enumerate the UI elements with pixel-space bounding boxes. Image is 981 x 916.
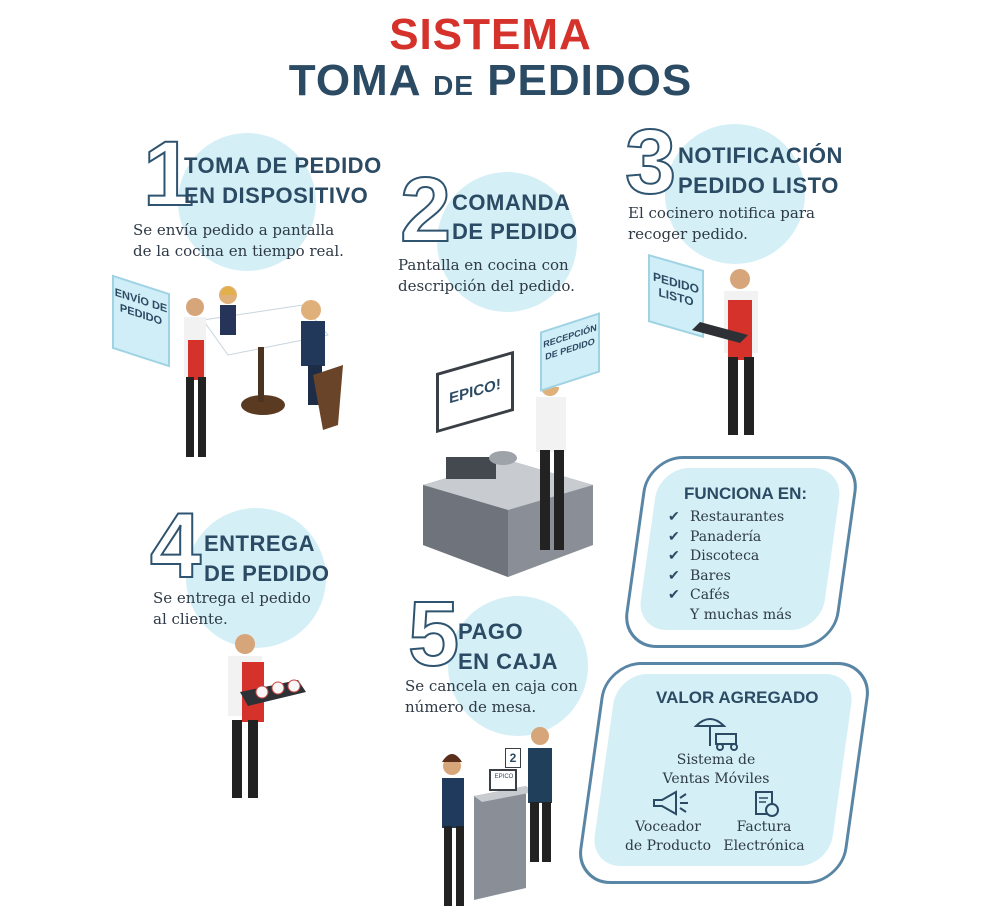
valor-item1-line2: Ventas Móviles bbox=[662, 771, 770, 787]
funciona-item: ✔Restaurantes bbox=[668, 508, 792, 528]
step2-bubble bbox=[437, 172, 577, 312]
funciona-title: FUNCIONA EN: bbox=[684, 484, 808, 503]
register-screen-label: EPICO bbox=[494, 774, 514, 780]
step4-desc-line1: Se entrega el pedido bbox=[153, 589, 311, 607]
valor-title: VALOR AGREGADO bbox=[656, 688, 819, 707]
valor-item3-line1: Factura bbox=[736, 819, 792, 835]
step3-desc-line2: recoger pedido. bbox=[628, 225, 748, 243]
step3-desc-line1: El cocinero notifica para bbox=[628, 204, 815, 222]
valor-item1-line1: Sistema de bbox=[676, 752, 756, 768]
food-cart-icon bbox=[693, 718, 738, 751]
megaphone-icon bbox=[653, 790, 688, 816]
title-sistema: SISTEMA bbox=[389, 10, 592, 59]
step5-desc-line2: número de mesa. bbox=[405, 698, 537, 716]
step2-desc-line1: Pantalla en cocina con bbox=[398, 256, 569, 274]
step4-desc-line2: al cliente. bbox=[153, 610, 228, 628]
step2-heading-line1: COMANDA bbox=[452, 190, 571, 215]
check-icon: ✔ bbox=[668, 528, 680, 545]
step1-heading-line1: TOMA DE PEDIDO bbox=[184, 153, 382, 178]
check-icon: ✔ bbox=[668, 509, 680, 525]
step5-number: 5 bbox=[407, 583, 460, 685]
step5-bubble bbox=[448, 596, 588, 736]
waiter-delivering-tray-illustration bbox=[228, 634, 306, 798]
step3-heading-line1: NOTIFICACIÓN bbox=[678, 143, 843, 168]
step4-number: 4 bbox=[149, 495, 202, 597]
kitchen-chef-illustration bbox=[423, 375, 593, 577]
check-icon: ✔ bbox=[668, 567, 680, 584]
waiter-with-tablet-illustration bbox=[692, 269, 758, 435]
step1-desc-line1: Se envía pedido a pantalla bbox=[133, 221, 335, 239]
check-icon: ✔ bbox=[668, 548, 680, 564]
funciona-item: ✔Discoteca bbox=[668, 547, 792, 567]
table-number-card: 2 bbox=[505, 748, 521, 768]
cashier-payment-illustration bbox=[442, 727, 552, 906]
check-icon: ✔ bbox=[668, 587, 680, 603]
step1-number: 1 bbox=[142, 123, 195, 225]
step2-heading-line2: DE PEDIDO bbox=[452, 219, 578, 244]
step5-heading-line2: EN CAJA bbox=[458, 649, 559, 674]
valor-item2-line2: de Producto bbox=[624, 838, 712, 854]
valor-item2-line1: Voceador bbox=[635, 819, 701, 835]
step1-heading-line2: EN DISPOSITIVO bbox=[184, 183, 369, 208]
step4-bubble bbox=[186, 508, 326, 648]
step1-desc-line2: de la cocina en tiempo real. bbox=[133, 242, 344, 260]
title-toma-de-pedidos: TOMA DE PEDIDOS bbox=[288, 56, 693, 105]
step1-bubble bbox=[178, 133, 316, 271]
step3-number: 3 bbox=[624, 111, 677, 213]
funciona-item: ✔Panadería bbox=[668, 528, 792, 548]
step4-heading-line1: ENTREGA bbox=[204, 531, 316, 556]
funciona-list: ✔Restaurantes ✔Panadería ✔Discoteca ✔Bar… bbox=[668, 508, 792, 625]
waiter-taking-order-illustration bbox=[184, 286, 343, 457]
valor-item3-line2: Electrónica bbox=[723, 838, 805, 854]
step3-bubble bbox=[665, 124, 805, 264]
funciona-item: ✔Bares bbox=[668, 567, 792, 587]
invoice-icon bbox=[755, 791, 779, 817]
step2-number: 2 bbox=[399, 159, 452, 261]
step5-heading-line1: PAGO bbox=[458, 619, 524, 644]
funciona-extra: Y muchas más bbox=[690, 606, 792, 623]
step5-desc-line1: Se cancela en caja con bbox=[405, 677, 578, 695]
step2-desc-line2: descripción del pedido. bbox=[398, 277, 575, 295]
funciona-item: ✔Cafés bbox=[668, 586, 792, 606]
step4-heading-line2: DE PEDIDO bbox=[204, 561, 330, 586]
step3-heading-line2: PEDIDO LISTO bbox=[678, 173, 839, 198]
